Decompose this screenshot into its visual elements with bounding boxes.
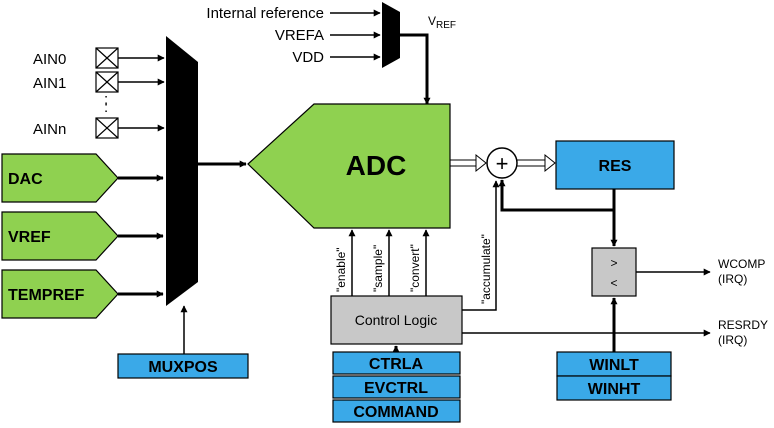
convert-label: "convert" — [408, 244, 422, 292]
control-logic-label: Control Logic — [355, 312, 438, 328]
winlt-label: WINLT — [589, 357, 639, 374]
winlt-register — [556, 351, 672, 377]
ain-label-1: AIN1 — [33, 75, 66, 92]
dac-label: DAC — [8, 171, 43, 188]
wcomp-irq-label: (IRQ) — [718, 272, 747, 286]
muxpos-register — [117, 353, 249, 379]
accumulate-label: "accumulate" — [479, 234, 493, 304]
res-register — [555, 140, 675, 190]
winht-label: WINHT — [588, 381, 641, 398]
winht-register — [556, 375, 672, 401]
vref-to-adc-arrow — [400, 33, 431, 105]
comparator-gt-symbol: > — [610, 256, 617, 270]
sample-label: "sample" — [371, 245, 385, 292]
command-label: COMMAND — [353, 404, 438, 421]
adder-symbol: + — [496, 151, 509, 176]
tempref-label: TEMPREF — [8, 287, 85, 304]
vref-block-label: VREF — [8, 229, 51, 246]
ain-pin-1 — [95, 71, 119, 93]
ain-pin-n — [95, 117, 119, 139]
command-register — [332, 399, 461, 423]
ain-ellipsis-2: : — [104, 99, 108, 116]
vref-label: VREF — [428, 14, 456, 31]
ain-ellipsis: : — [104, 91, 108, 108]
wcomp-label: WCOMP — [718, 257, 765, 271]
resrdy-irq-label: (IRQ) — [718, 333, 747, 347]
ain-pin-0 — [95, 47, 119, 69]
vref-block — [1, 211, 119, 261]
res-label: RES — [599, 158, 632, 175]
adc-label: ADC — [346, 150, 407, 181]
ref-input-vrefa: VREFA — [275, 27, 324, 44]
input-mux — [166, 36, 198, 306]
ref-input-vdd: VDD — [292, 49, 324, 66]
evctrl-label: EVCTRL — [364, 380, 428, 397]
ctrla-label: CTRLA — [369, 356, 424, 373]
adder-to-res-arrow — [517, 153, 556, 173]
tempref-block — [1, 269, 119, 319]
control-logic-block — [330, 295, 463, 345]
ref-input-internal-reference: Internal reference — [206, 5, 324, 22]
enable-label: "enable" — [334, 247, 348, 292]
resrdy-label: RESRDY — [718, 318, 768, 332]
ain-label-n: AINn — [33, 121, 66, 138]
muxpos-label: MUXPOS — [148, 359, 218, 376]
accumulate-arrow — [462, 180, 500, 311]
comparator-lt-symbol: < — [610, 276, 617, 290]
res-feedback-arrow — [498, 179, 616, 212]
ain-label-0: AIN0 — [33, 51, 66, 68]
dac-block — [1, 153, 119, 203]
ctrla-register — [332, 351, 461, 375]
adc-to-adder-arrow — [450, 153, 487, 173]
reference-mux — [382, 2, 400, 68]
adder — [486, 147, 518, 179]
evctrl-register — [332, 375, 461, 399]
